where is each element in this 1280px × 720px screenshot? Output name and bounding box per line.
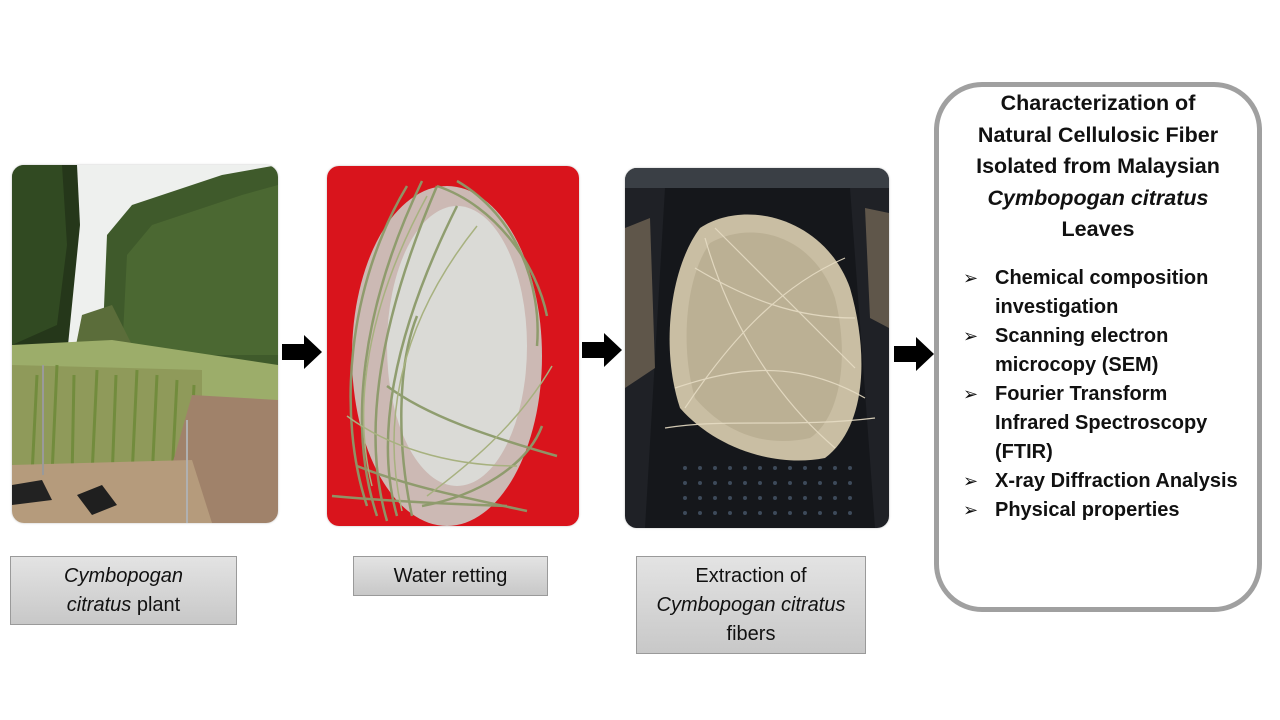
caption-plant-italic: Cymbopogan xyxy=(64,564,183,587)
panel-title-line: Isolated from Malaysian xyxy=(976,154,1220,178)
water-retting-image xyxy=(327,166,579,526)
list-item-text: microcopy (SEM) xyxy=(995,353,1159,376)
arrow-right-icon xyxy=(894,337,934,371)
caption-plant-rest: plant xyxy=(131,593,181,616)
retting-photo xyxy=(327,166,579,526)
caption-extraction: Extraction of Cymbopogan citratus fibers xyxy=(636,556,866,654)
list-item-text: investigation xyxy=(995,295,1119,318)
list-item: ➢ X-ray Diffraction Analysis xyxy=(963,467,1257,496)
list-item-text: Chemical composition xyxy=(995,266,1209,289)
caption-retting-text: Water retting xyxy=(393,564,508,587)
panel-title-last: Leaves xyxy=(1061,217,1135,241)
caption-plant-italic-2: citratus xyxy=(66,593,132,616)
plant-field-image xyxy=(12,165,278,523)
list-item: ➢ Scanning electron microcopy (SEM) xyxy=(963,322,1257,380)
arrow-bullet-icon: ➢ xyxy=(963,499,979,520)
panel-title-line: Characterization of xyxy=(1000,91,1196,115)
panel-title-line: Natural Cellulosic Fiber xyxy=(977,122,1219,147)
extracted-fibers-image xyxy=(625,168,889,528)
list-item-text: Fourier Transform xyxy=(995,382,1168,405)
arrow-bullet-icon: ➢ xyxy=(963,383,979,404)
arrow-bullet-icon: ➢ xyxy=(963,470,979,491)
analysis-list: ➢ Chemical composition investigation ➢ S… xyxy=(939,264,1257,525)
list-item-text: Infrared Spectroscopy xyxy=(995,411,1208,434)
plant-photo xyxy=(12,165,278,523)
panel-title-species: Cymbopogan citratus xyxy=(987,185,1209,210)
extraction-photo xyxy=(625,168,889,528)
caption-extraction-italic: Cymbopogan citratus xyxy=(656,593,846,616)
arrow-right-icon xyxy=(282,335,322,369)
arrow-bullet-icon: ➢ xyxy=(963,267,979,288)
characterization-panel: Characterization of Natural Cellulosic F… xyxy=(934,82,1262,612)
caption-plant: Cymbopogan citratus plant xyxy=(10,556,237,625)
arrow-right-icon xyxy=(582,333,622,367)
panel-title: Characterization of Natural Cellulosic F… xyxy=(939,88,1257,246)
caption-retting: Water retting xyxy=(353,556,548,596)
list-item-text: Scanning electron xyxy=(995,324,1169,347)
list-item-text: Physical properties xyxy=(995,498,1180,521)
list-item: ➢ Physical properties xyxy=(963,496,1257,525)
list-item: ➢ Chemical composition investigation xyxy=(963,264,1257,322)
caption-extraction-line3: fibers xyxy=(726,622,776,645)
caption-extraction-line1: Extraction of xyxy=(695,564,807,587)
list-item-text: X-ray Diffraction Analysis xyxy=(995,469,1238,492)
list-item: ➢ Fourier Transform Infrared Spectroscop… xyxy=(963,380,1257,467)
arrow-bullet-icon: ➢ xyxy=(963,325,979,346)
list-item-text: (FTIR) xyxy=(995,440,1053,463)
